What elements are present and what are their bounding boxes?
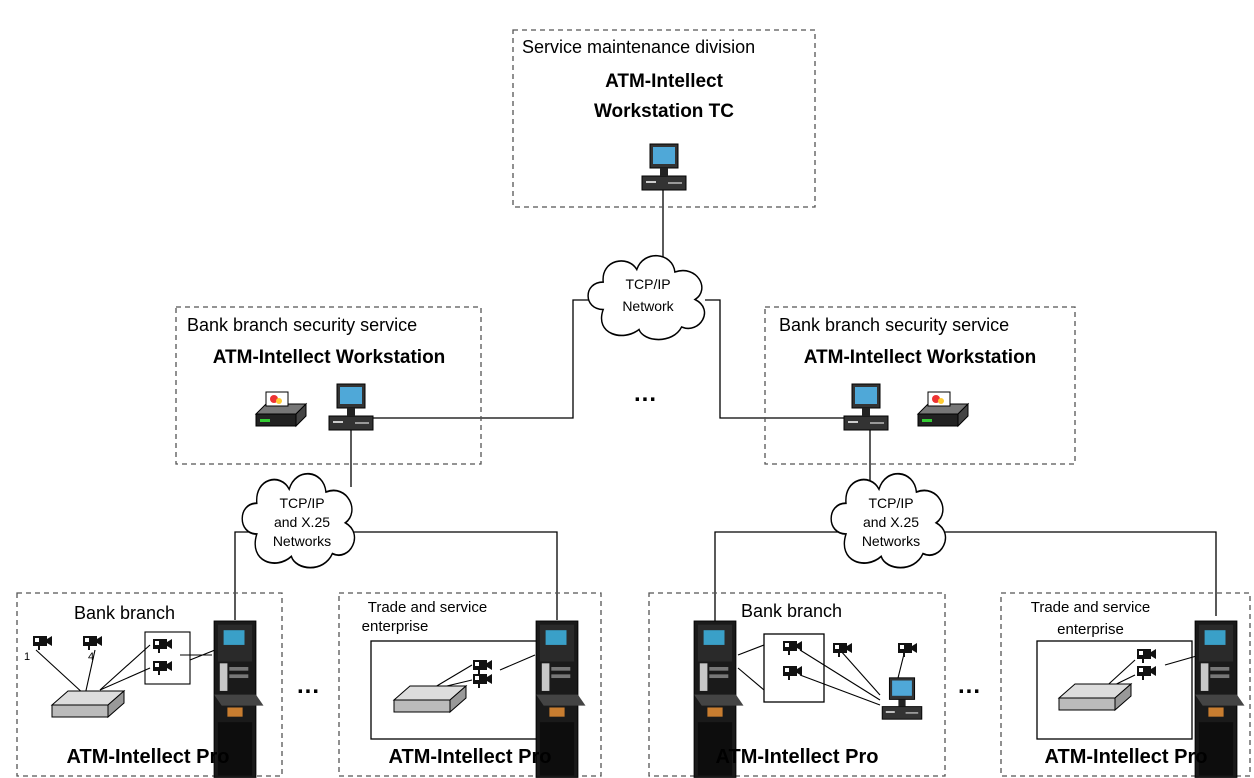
camera-icon (473, 660, 492, 674)
link-leftnet-to-site2 (340, 531, 558, 620)
video-recorder-icon (393, 685, 467, 713)
right-network-label-line2: and X.25 (862, 514, 920, 530)
left-network-label-line3: Networks (272, 533, 332, 549)
camera-icon (783, 666, 802, 680)
right-security-box (764, 306, 1076, 465)
site-4-region-label-line2: enterprise (1057, 621, 1124, 638)
link-network-to-right-ws (705, 299, 848, 419)
right-security-label: Bank branch security service (779, 315, 1010, 335)
left-workstation-icon (328, 383, 374, 431)
video-recorder-icon (1058, 683, 1132, 711)
right-workstation-title: ATM-Intellect Workstation (803, 347, 1037, 368)
service-division-label: Service maintenance division (522, 37, 756, 57)
site-1-region-label: Bank branch (74, 603, 176, 623)
link-network-to-left-ws (372, 299, 592, 419)
site-4-product-label: ATM-Intellect Pro (1044, 746, 1208, 768)
site-2-product-label: ATM-Intellect Pro (388, 746, 552, 768)
left-network-label-line2: and X.25 (273, 514, 331, 530)
site-1-equipment (33, 620, 264, 778)
site-2-region-label-line1: Trade and service (367, 599, 488, 616)
site-3-product-label: ATM-Intellect Pro (715, 746, 879, 768)
left-network-label-line1: TCP/IP (279, 495, 325, 511)
camera-icon (1137, 666, 1156, 680)
left-security-box (175, 306, 482, 465)
camera-icon (1137, 649, 1156, 663)
camera-icon (833, 643, 852, 657)
workstation-tc-icon (641, 143, 687, 191)
workstation-tc-title-line2: Workstation TC (593, 101, 735, 122)
workstation-tc-title-line1: ATM-Intellect (605, 71, 723, 92)
right-network-label-line1: TCP/IP (868, 495, 914, 511)
camera-icon (33, 636, 52, 650)
left-workstation-title: ATM-Intellect Workstation (212, 347, 446, 368)
right-printer-icon (917, 391, 969, 427)
site-3-box (648, 592, 946, 777)
left-printer-icon (255, 391, 307, 427)
right-workstation-icon (843, 383, 889, 431)
tcp-ip-network-label-line1: TCP/IP (625, 276, 671, 292)
camera-icon (153, 639, 172, 653)
site-1-product-label: ATM-Intellect Pro (66, 746, 230, 768)
site-2-box (338, 592, 602, 777)
region-boxes (16, 29, 1251, 777)
site-3-equipment (693, 620, 923, 778)
tcp-ip-network-label-line2: Network (622, 298, 674, 314)
computer-icon (881, 677, 923, 720)
site-4-equipment (1036, 620, 1245, 778)
site-1-box (16, 592, 283, 777)
camera-icon (153, 661, 172, 675)
link-rightnet-to-site3 (714, 531, 840, 622)
video-recorder-icon (51, 690, 125, 718)
camera-icon (898, 643, 917, 657)
middle-ellipsis: ... (634, 380, 658, 407)
camera-icon (83, 636, 102, 650)
camera-first-number: 1 (24, 651, 31, 663)
camera-icon (783, 641, 802, 655)
site-ellipsis-right: ... (958, 672, 982, 699)
site-3-region-label: Bank branch (741, 601, 843, 621)
service-division-box (512, 29, 816, 208)
site-2-region-label-line2: enterprise (361, 618, 429, 635)
camera-last-number: 4 (88, 651, 95, 663)
site-ellipsis-left: ... (297, 672, 321, 699)
left-security-label: Bank branch security service (187, 315, 418, 335)
site-4-region-label-line1: Trade and service (1030, 599, 1151, 616)
camera-icon (473, 674, 492, 688)
connection-lines (234, 190, 1217, 622)
right-network-label-line3: Networks (861, 533, 921, 549)
site-2-equipment (370, 620, 586, 778)
link-rightnet-to-site4 (940, 531, 1217, 616)
